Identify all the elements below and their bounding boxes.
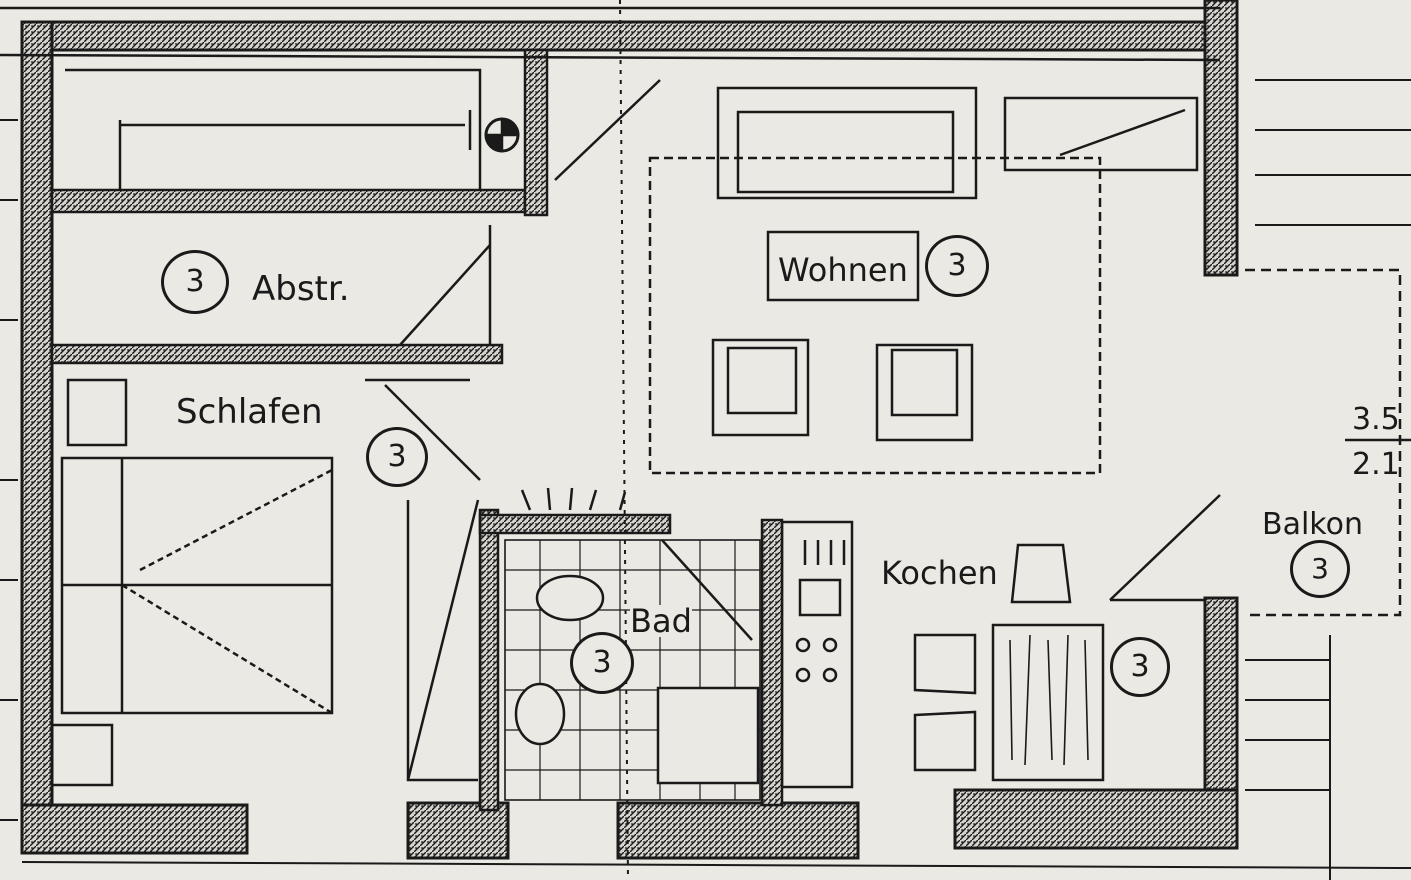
rug [648,156,1102,475]
room-mark-abstr: 3 [161,250,229,314]
burner-2 [822,637,838,653]
wall-left [20,20,54,824]
fold-line [619,0,629,880]
balcony-grid [1245,79,1411,880]
nightstand-top [66,378,128,447]
bed-pillow-line [62,458,332,713]
kitchen-chair-left-1 [913,633,977,695]
sideboard-inner [736,110,955,194]
exterior-walls [20,0,1239,860]
armchair-left [711,338,810,437]
room-mark-bad: 3 [570,632,634,694]
wall-top [20,20,1234,52]
closet-rail [65,68,482,190]
wall-bath-top [478,513,672,535]
wall-abstr-bottom [50,343,504,365]
room-label-wohnen: Wohnen [778,251,908,289]
kitchen-table [991,623,1105,782]
washbasin [535,574,605,622]
armchair-left-seat [726,346,798,415]
room-mark-balkon: 3 [1290,540,1350,598]
interior-walls [50,48,784,812]
margin-lines [0,119,1411,869]
kitchen-counter [780,520,854,789]
bath-tiles [504,539,761,801]
kitchen-door-swing [1109,494,1221,602]
sink [798,578,842,617]
room-label-abstr: Abstr. [252,269,350,309]
nightstand-bottom [50,723,114,787]
dimension-top: 3.5 [1352,402,1400,437]
abstr-door-swing [399,225,492,346]
table-grain [1009,634,1089,766]
room-label-bad: Bad [630,602,692,640]
window-diag [1059,108,1186,157]
armchair-right [875,343,974,442]
bed-cover-diag [121,468,333,715]
drain-fill [484,117,520,153]
burner-ticks [803,540,846,565]
room-label-balkon: Balkon [1262,507,1363,542]
wohnen-nameplate [766,230,920,302]
burner-1 [795,637,811,653]
burner-4 [822,667,838,683]
shower-tray [656,686,760,785]
room-mark-kochen: 3 [1110,637,1170,697]
wall-bottom-mid [406,801,510,860]
sideboard-outer [716,86,978,200]
wall-right-upper [1203,0,1239,277]
wall-bath-left [478,508,500,812]
wall-abstr-top [50,188,544,214]
dimension-bottom: 2.1 [1352,447,1400,482]
room-label-schlafen: Schlafen [176,392,323,432]
bath-door-swing [661,539,753,641]
wall-shaft [523,48,549,217]
room-label-kochen: Kochen [881,554,998,592]
room-mark-wohnen: 3 [925,235,989,297]
kitchen-chair-top [1010,543,1072,604]
kitchen-chair-left-2 [913,710,977,772]
toilet [514,682,566,746]
balcony-outline [1245,268,1402,617]
schlafen-door-swing [365,378,481,481]
wall-bottom-bath [616,801,860,860]
room-mark-schlafen: 3 [366,427,428,487]
armchair-right-seat [890,348,959,417]
shaft-door [554,79,661,181]
towel-rail [520,487,627,511]
wall-bath-right [760,518,784,807]
wall-bottom-right [953,788,1239,850]
wall-bottom-left [20,803,249,855]
wardrobe [406,499,480,782]
burner-3 [795,667,811,683]
top-edge-line [0,6,1221,62]
